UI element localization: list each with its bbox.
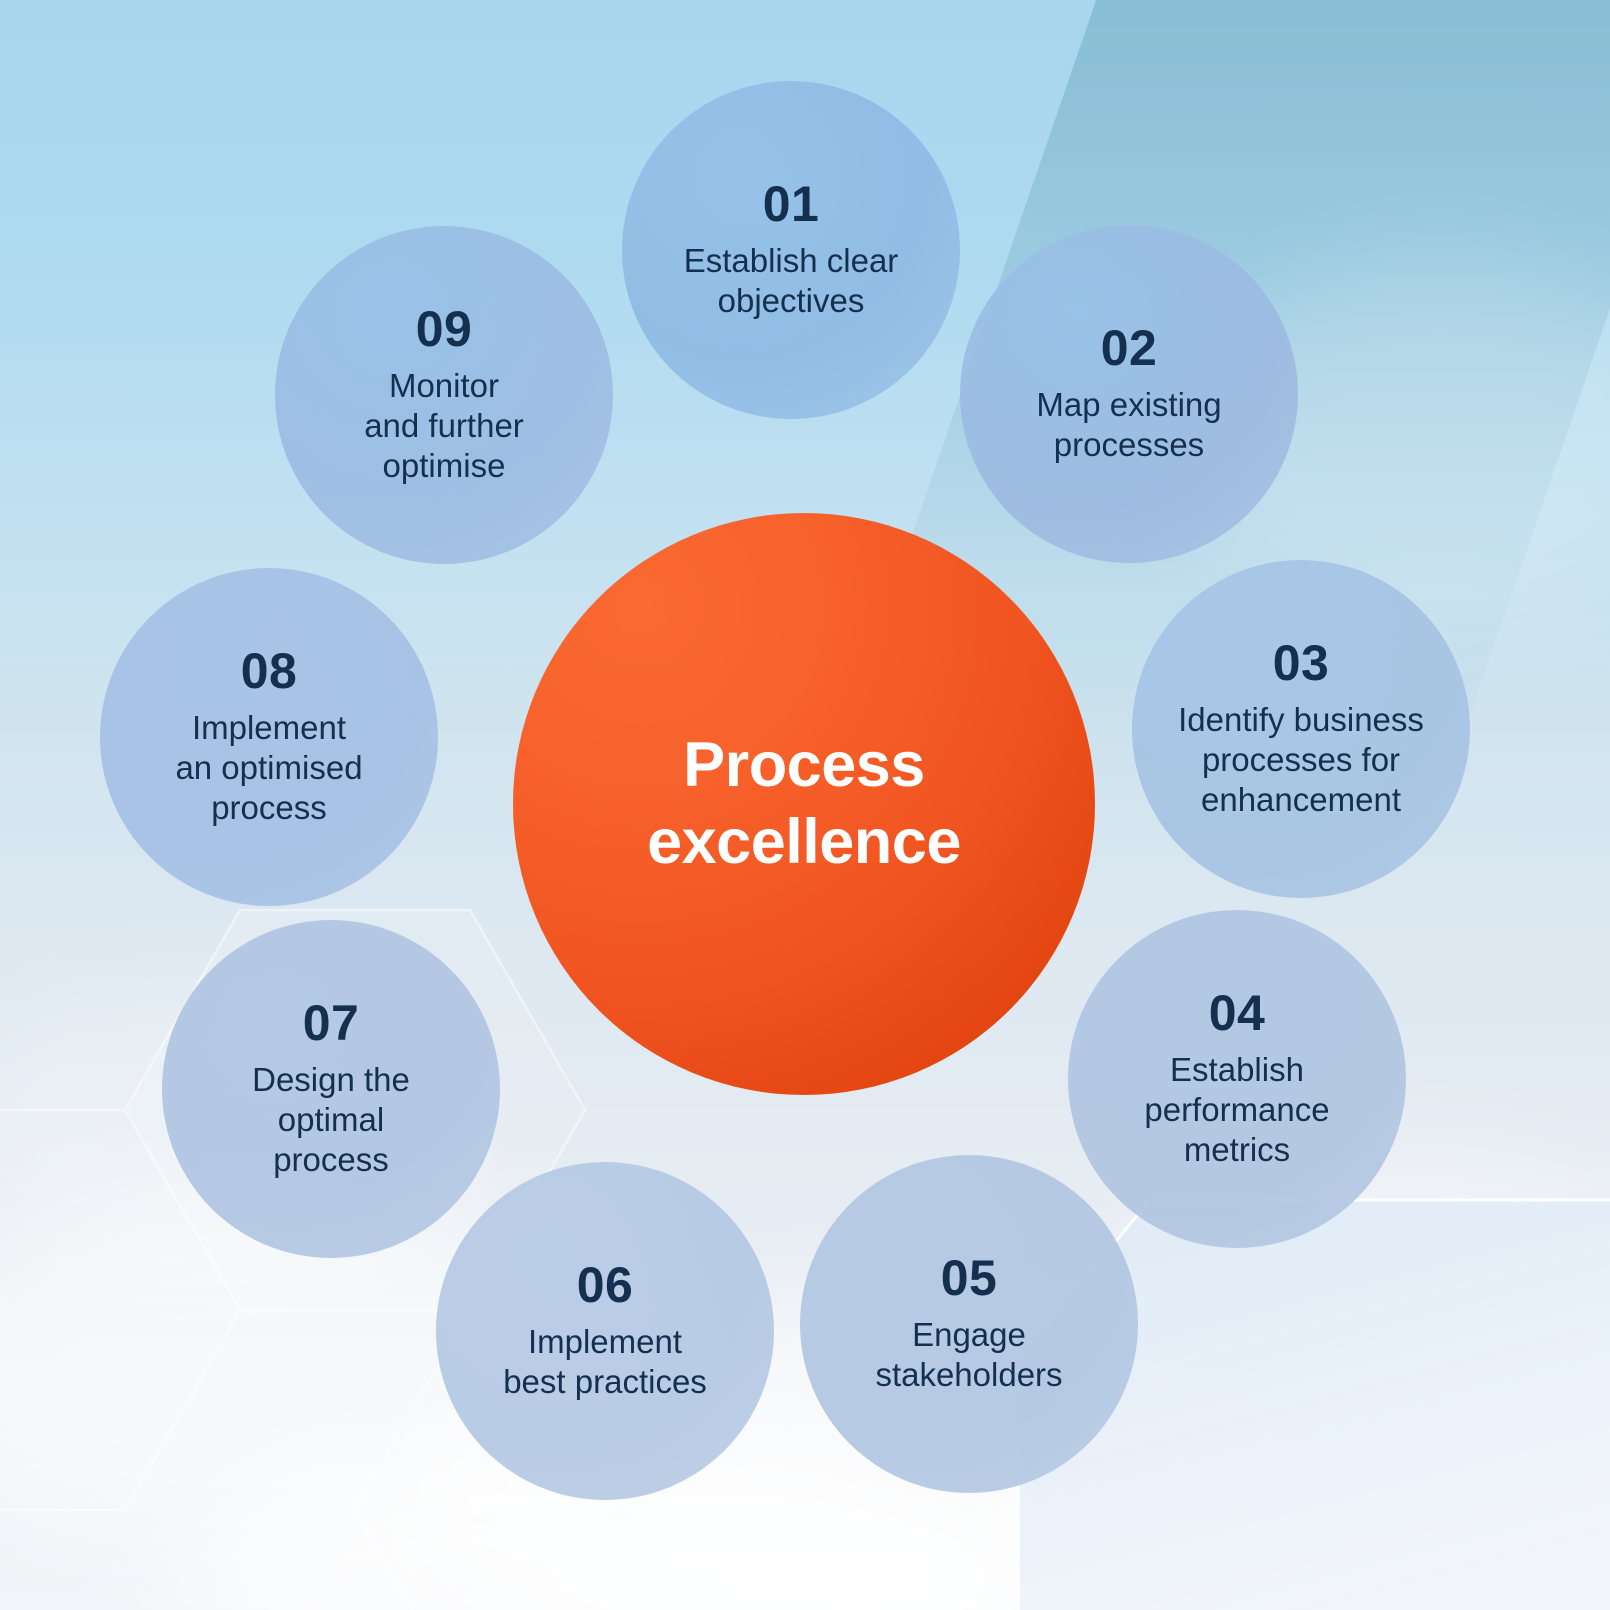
- step-label: Engage stakeholders: [875, 1315, 1063, 1393]
- step-number: 05: [940, 1249, 998, 1306]
- step-label: Implement an optimised process: [175, 708, 363, 827]
- step-circle-05[interactable]: 05 Engage stakeholders: [800, 1155, 1138, 1493]
- step-label: Map existing processes: [1036, 385, 1222, 463]
- step-circle-09[interactable]: 09 Monitor and further optimise: [275, 226, 613, 564]
- step-number: 04: [1208, 984, 1266, 1041]
- step-number: 08: [240, 642, 298, 699]
- step-number: 07: [302, 994, 360, 1051]
- step-circle-02[interactable]: 02 Map existing processes: [960, 225, 1298, 563]
- center-hub-circle[interactable]: Process excellence: [513, 513, 1095, 1095]
- step-circle-03[interactable]: 03 Identify business processes for enhan…: [1132, 560, 1470, 898]
- step-label: Design the optimal process: [252, 1060, 410, 1179]
- step-number: 02: [1100, 319, 1158, 376]
- step-circle-06[interactable]: 06 Implement best practices: [436, 1162, 774, 1500]
- step-number: 09: [415, 300, 473, 357]
- step-number: 03: [1272, 634, 1330, 691]
- step-circle-08[interactable]: 08 Implement an optimised process: [100, 568, 438, 906]
- step-label: Establish performance metrics: [1144, 1050, 1330, 1169]
- step-label: Establish clear objectives: [683, 241, 899, 319]
- step-circle-07[interactable]: 07 Design the optimal process: [162, 920, 500, 1258]
- step-label: Identify business processes for enhancem…: [1178, 700, 1424, 819]
- step-label: Implement best practices: [503, 1322, 707, 1400]
- step-number: 01: [762, 175, 820, 232]
- step-circle-01[interactable]: 01 Establish clear objectives: [622, 81, 960, 419]
- step-label: Monitor and further optimise: [364, 366, 524, 485]
- hub-title: Process excellence: [647, 730, 961, 877]
- step-circle-04[interactable]: 04 Establish performance metrics: [1068, 910, 1406, 1248]
- step-number: 06: [576, 1256, 634, 1313]
